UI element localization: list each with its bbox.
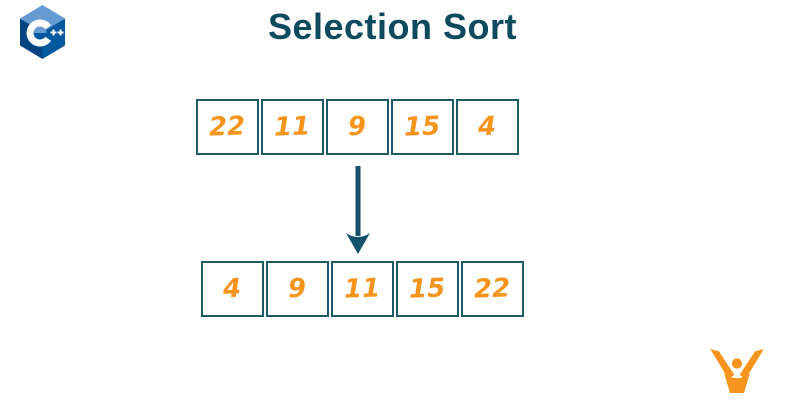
- array-cell: 9: [266, 261, 329, 317]
- array-value: 9: [287, 273, 308, 305]
- page-title: Selection Sort: [267, 6, 518, 47]
- person-raised-arms-logo-icon: [710, 349, 764, 393]
- array-cell: 4: [456, 99, 519, 155]
- array-cell: 15: [396, 261, 459, 317]
- unsorted-array: 22 11 9 15 4: [196, 99, 519, 155]
- array-value: 15: [403, 111, 442, 143]
- cpp-logo-icon: [14, 4, 71, 60]
- array-cell: 4: [201, 261, 264, 317]
- array-cell: 11: [331, 261, 394, 317]
- array-value: 9: [347, 111, 368, 143]
- array-cell: 22: [461, 261, 524, 317]
- sorted-array: 4 9 11 15 22: [201, 261, 524, 317]
- array-value: 11: [343, 273, 382, 305]
- array-value: 4: [477, 111, 498, 143]
- array-cell: 22: [196, 99, 259, 155]
- array-value: 15: [408, 273, 447, 305]
- array-cell: 11: [261, 99, 324, 155]
- array-value: 22: [473, 273, 512, 305]
- array-cell: 15: [391, 99, 454, 155]
- array-value: 11: [273, 111, 312, 143]
- arrow-down-icon: [346, 166, 370, 254]
- array-value: 22: [208, 111, 247, 143]
- array-cell: 9: [326, 99, 389, 155]
- array-value: 4: [222, 273, 243, 305]
